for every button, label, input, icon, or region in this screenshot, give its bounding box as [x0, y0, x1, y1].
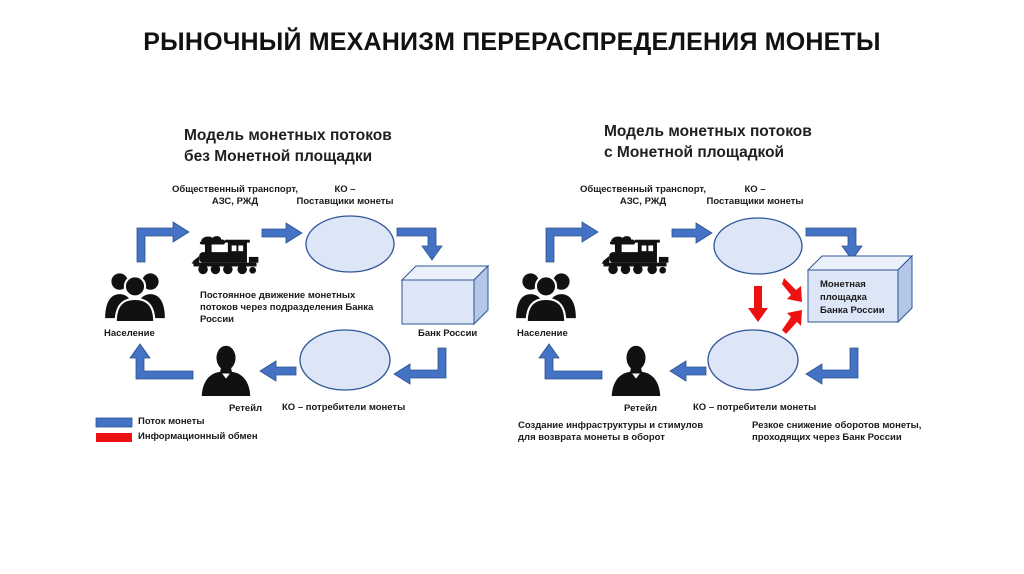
flow-arrow-platform-to-ko-consumers [805, 347, 859, 385]
flow-arrow-bank-to-ko-consumers [393, 347, 447, 385]
flow-arrow-ko-consumers-to-retail [669, 360, 707, 382]
legend-info-swatch [96, 433, 132, 442]
ko-consumers-node [707, 329, 799, 391]
left-ko-suppliers-label: КО – Поставщики монеты [296, 184, 394, 207]
flow-arrow-ko-to-bank [396, 227, 443, 261]
right-retail-label: Ретейл [624, 403, 658, 414]
left-heading: Модель монетных потоков без Монетной пло… [184, 127, 392, 165]
info-arrow-to-platform-top [782, 278, 802, 302]
flow-arrow-ko-to-platform [805, 227, 863, 261]
right-ko-consumers-label: КО – потребители монеты [693, 402, 817, 413]
left-population-label: Население [104, 328, 155, 339]
flow-arrow-population-to-transport [136, 221, 190, 263]
people-group-icon [104, 272, 166, 322]
ko-consumers-node [299, 329, 391, 391]
flow-arrow-transport-to-ko [671, 222, 713, 244]
ko-suppliers-node [305, 215, 395, 273]
left-diagram [104, 215, 490, 396]
legend-info-label: Информационный обмен [138, 431, 258, 442]
right-transport-label: Общественный транспорт, АЗС, РЖД [580, 184, 706, 207]
flow-arrow-ko-consumers-to-retail [259, 360, 297, 382]
left-note: Постоянное движение монетных потоков чер… [200, 290, 374, 325]
right-ko-suppliers-label: КО – Поставщики монеты [706, 184, 804, 207]
bank-russia-box [400, 264, 490, 326]
right-diagram [515, 217, 914, 396]
flow-arrow-population-to-transport [545, 221, 599, 263]
right-note-turnover: Резкое снижение оборотов монеты, проходя… [752, 420, 922, 443]
left-transport-label: Общественный транспорт, АЗС, РЖД [172, 184, 298, 207]
left-retail-label: Ретейл [229, 403, 263, 414]
slide-title: РЫНОЧНЫЙ МЕХАНИЗМ ПЕРЕРАСПРЕДЕЛЕНИЯ МОНЕ… [143, 28, 881, 56]
people-group-icon [515, 272, 577, 322]
left-ko-consumers-label: КО – потребители монеты [282, 402, 406, 413]
flow-arrow-retail-to-population [129, 343, 194, 380]
info-arrow-to-platform-bottom [782, 310, 802, 334]
train-icon [191, 236, 259, 275]
left-bank-label: Банк России [418, 328, 478, 339]
coin-platform-box [806, 254, 914, 324]
legend-flow-swatch [95, 417, 133, 428]
flow-arrow-retail-to-population [538, 343, 603, 380]
legend-flow-label: Поток монеты [138, 416, 205, 427]
coin-platform-label: Монетная площадка Банка России [820, 279, 885, 316]
right-population-label: Население [517, 328, 568, 339]
info-arrow-down [748, 286, 768, 322]
ko-suppliers-node [713, 217, 803, 275]
person-silhouette-icon [611, 345, 661, 396]
right-heading: Модель монетных потоков с Монетной площа… [604, 123, 812, 161]
train-icon [601, 236, 669, 275]
person-silhouette-icon [201, 345, 251, 396]
right-note-infrastructure: Создание инфраструктуры и стимулов для в… [518, 420, 704, 443]
flow-arrow-transport-to-ko [261, 222, 303, 244]
